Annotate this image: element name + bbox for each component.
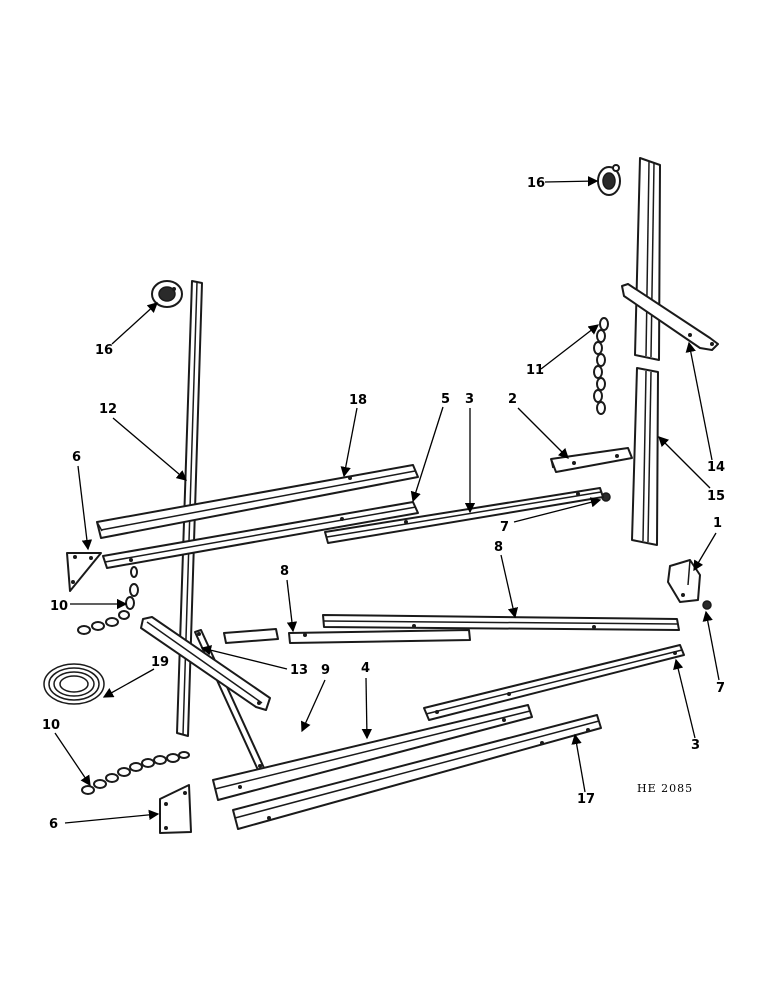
- callout-1: 1: [713, 516, 722, 531]
- callout-6-top: 6: [72, 450, 81, 465]
- chain-11: [593, 317, 609, 415]
- angle-9: [140, 616, 271, 711]
- channel-17: [232, 714, 602, 830]
- bracket-14: [621, 283, 719, 351]
- callout-12: 12: [99, 402, 117, 417]
- callout-19: 19: [151, 655, 169, 670]
- callout-4: 4: [361, 661, 370, 676]
- bar-3-upper: [324, 487, 604, 544]
- callout-6-bottom: 6: [49, 817, 58, 832]
- callout-16-top: 16: [527, 176, 545, 191]
- nut-7-right: [702, 600, 712, 610]
- callout-5: 5: [441, 392, 450, 407]
- callout-18: 18: [349, 393, 367, 408]
- channel-5: [102, 501, 419, 569]
- bar-3-lower: [423, 644, 685, 721]
- callout-13: 13: [290, 663, 308, 678]
- chain-10-bottom: [81, 751, 190, 795]
- plate-6-top: [66, 552, 102, 592]
- rope-coil-19: [43, 663, 105, 705]
- callout-9: 9: [321, 663, 330, 678]
- callout-10-bottom: 10: [42, 718, 60, 733]
- pulley-left: [151, 280, 183, 308]
- callout-10-top: 10: [50, 599, 68, 614]
- callout-16-left: 16: [95, 343, 113, 358]
- bracket-1: [667, 559, 701, 603]
- callout-8-mid: 8: [494, 540, 503, 555]
- figure-reference: HE 2085: [637, 782, 693, 795]
- callout-11: 11: [526, 363, 544, 378]
- bar-8-small: [223, 628, 471, 644]
- channel-8-long: [322, 614, 680, 631]
- callout-7-right: 7: [716, 681, 725, 696]
- angle-2: [550, 447, 633, 473]
- right-post-upper: [634, 157, 661, 361]
- callout-15: 15: [707, 489, 725, 504]
- callout-2: 2: [508, 392, 517, 407]
- callout-3-top: 3: [465, 392, 474, 407]
- leader-lines: [54, 175, 720, 824]
- callout-labels: 16 16 11 12 18 5 3 2 14 15 6 7 1 8 8 10 …: [42, 176, 725, 832]
- callout-14: 14: [707, 460, 725, 475]
- pulley-top-right: [597, 164, 621, 196]
- plate-6-bottom: [159, 784, 192, 834]
- right-post-lower: [631, 367, 659, 546]
- callout-8-left: 8: [280, 564, 289, 579]
- chain-10-top: [77, 566, 139, 635]
- callout-3-bottom: 3: [691, 738, 700, 753]
- angle-18: [96, 464, 419, 539]
- angle-4: [212, 704, 533, 801]
- callout-17: 17: [577, 792, 595, 807]
- callout-7-top: 7: [500, 520, 509, 535]
